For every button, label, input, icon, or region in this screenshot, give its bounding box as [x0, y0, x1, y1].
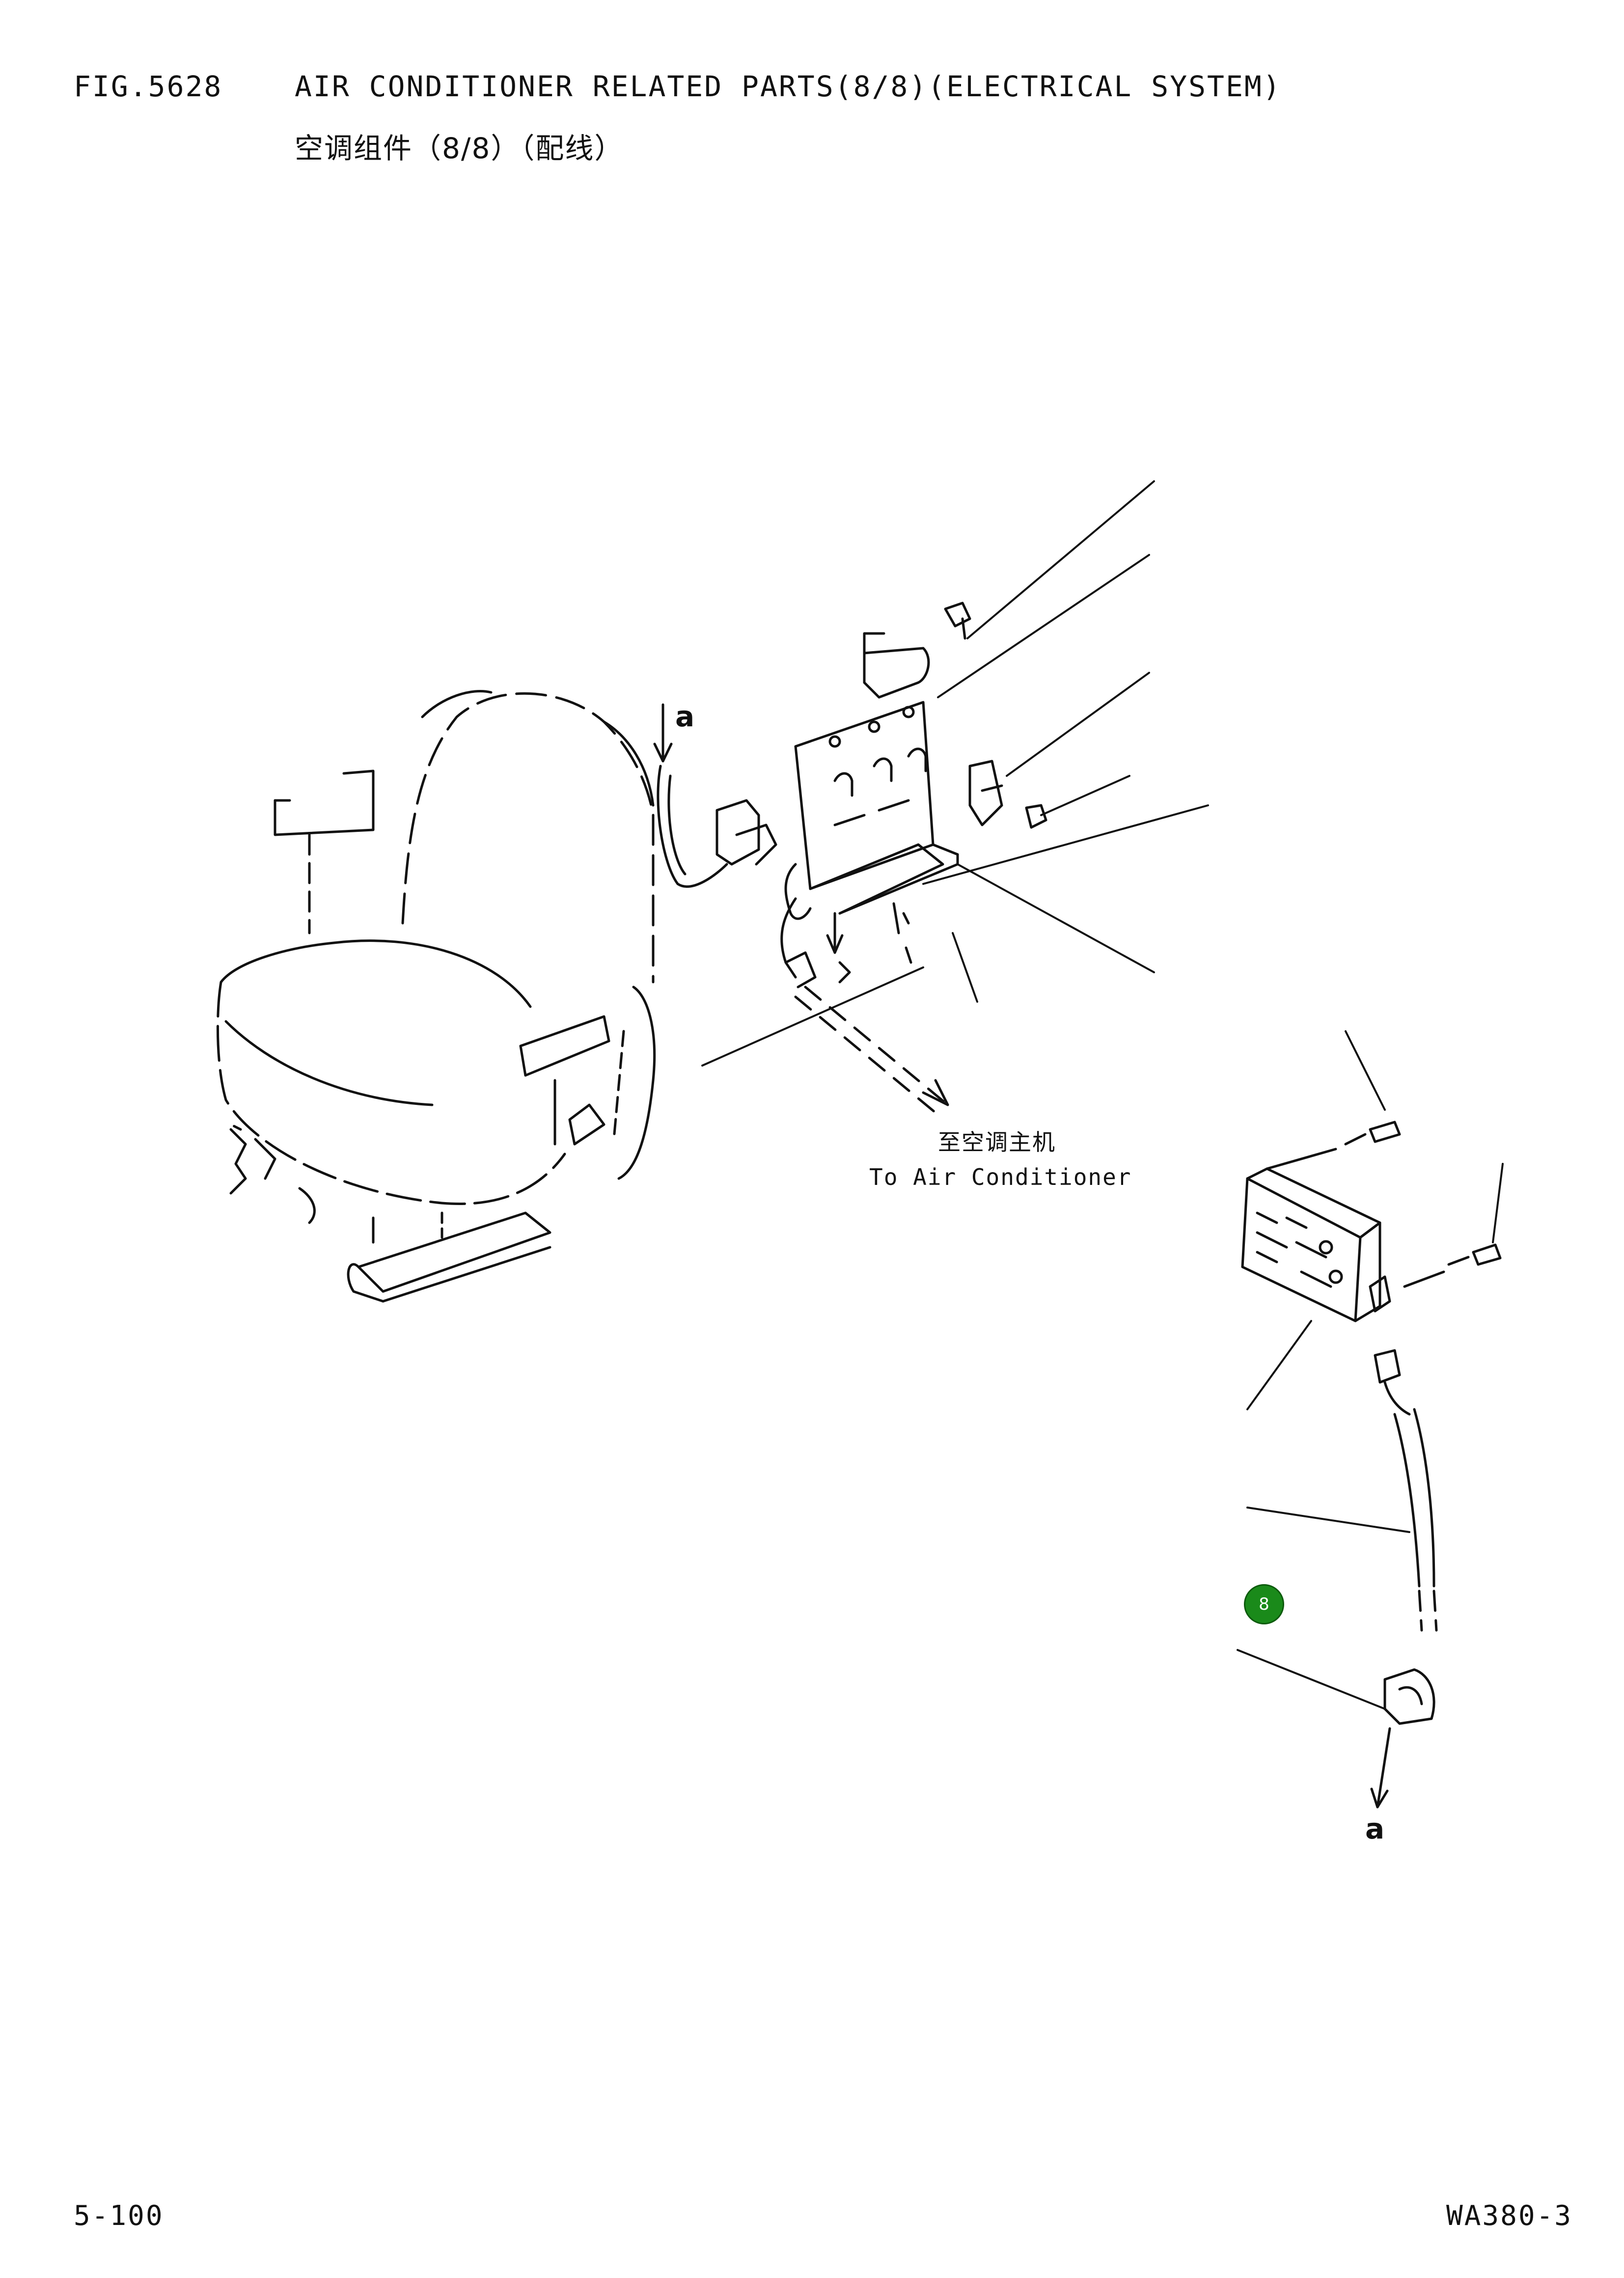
machine-model: WA380-3 — [1446, 2200, 1573, 2232]
figure-number: FIG.5628 — [74, 70, 223, 103]
ac-control-unit-drawing — [1241, 1030, 1504, 1410]
figure-title-chinese: 空调组件（8/8）（配线） — [295, 132, 624, 165]
destination-label-english: To Air Conditioner — [869, 1164, 1132, 1190]
harness-bracket-drawing — [653, 602, 1047, 988]
part-number-badge[interactable]: 8 — [1244, 1584, 1284, 1624]
wire-harness-drawing — [1237, 1349, 1438, 1809]
page-number: 5-100 — [74, 2200, 164, 2232]
reference-letter-a-bottom: a — [1365, 1812, 1385, 1845]
figure-title-english: AIR CONDITIONER RELATED PARTS(8/8)(ELECT… — [295, 70, 1282, 103]
destination-label-chinese: 至空调主机 — [938, 1129, 1056, 1155]
reference-letter-a-top: a — [675, 700, 695, 733]
operator-seat-drawing — [216, 689, 656, 1303]
leader-lines — [701, 480, 1209, 1067]
route-to-air-conditioner — [804, 986, 949, 1106]
